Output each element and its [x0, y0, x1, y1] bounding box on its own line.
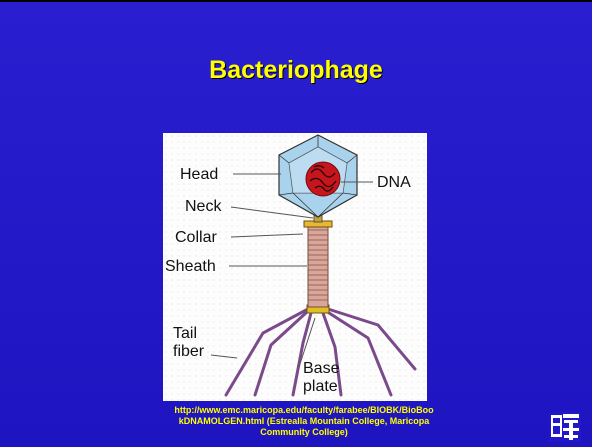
label-base-plate-line2: plate	[303, 378, 338, 395]
label-dna: DNA	[377, 174, 411, 191]
institution-logo-icon	[549, 412, 581, 442]
label-sheath: Sheath	[165, 258, 216, 275]
slide-top-border	[0, 0, 592, 2]
bacteriophage-diagram: Head DNA Neck Collar Sheath Tail fiber B…	[163, 133, 427, 401]
label-collar: Collar	[175, 229, 217, 246]
label-tail-fiber-line1: Tail	[173, 325, 197, 342]
label-base-plate-line1: Base	[303, 360, 339, 377]
label-tail-fiber-line2: fiber	[173, 343, 204, 360]
credit-line: kDNAMOLGEN.html (Estrealla Mountain Coll…	[130, 416, 478, 427]
sheath	[308, 225, 328, 307]
tail-fiber	[328, 309, 415, 369]
credit-line: Community College)	[130, 427, 478, 438]
dna	[306, 162, 340, 196]
slide-title: Bacteriophage	[0, 56, 592, 85]
label-neck: Neck	[185, 198, 221, 215]
label-head: Head	[180, 166, 218, 183]
source-credit: http://www.emc.maricopa.edu/faculty/fara…	[130, 405, 478, 438]
credit-line[interactable]: http://www.emc.maricopa.edu/faculty/fara…	[130, 405, 478, 416]
